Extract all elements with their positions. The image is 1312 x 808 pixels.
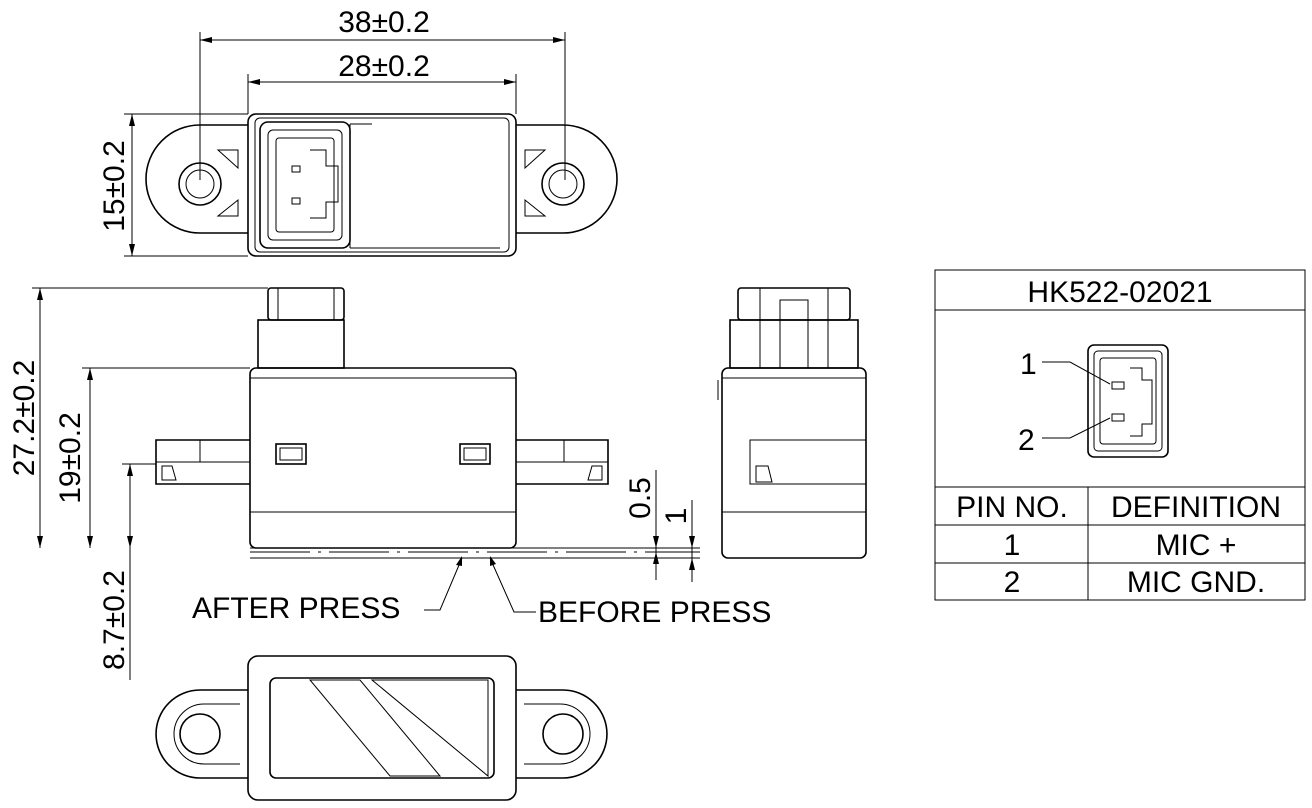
- pin-label-1: 1: [1020, 348, 1037, 381]
- dim-total-height: 27.2±0.2: [8, 360, 41, 477]
- front-body: [249, 367, 517, 549]
- header-definition: DEFINITION: [1111, 491, 1281, 524]
- after-press-label: AFTER PRESS: [192, 592, 400, 625]
- dim-top-height: 15±0.2: [98, 140, 131, 232]
- before-press-label: BEFORE PRESS: [538, 596, 771, 629]
- dim-press-gap: 0.5: [624, 477, 657, 519]
- dim-press-travel: 1: [660, 508, 693, 525]
- right-mount-hole: [541, 162, 585, 206]
- side-body: [721, 367, 867, 559]
- row-1-definition: MIC +: [1156, 529, 1237, 562]
- bottom-body: [247, 655, 517, 801]
- header-pin-no: PIN NO.: [956, 491, 1068, 524]
- pin-table: HK522-02021 1 2 PIN NO. DEFINITION 1 MIC…: [934, 269, 1306, 601]
- dim-body-width: 28±0.2: [338, 50, 430, 83]
- pin-label-2: 2: [1018, 424, 1035, 457]
- dim-body-height: 19±0.2: [54, 412, 87, 504]
- top-dimensions: 38±0.2 28±0.2 15±0.2: [98, 6, 566, 257]
- top-body: [247, 113, 517, 257]
- part-number: HK522-02021: [1027, 276, 1212, 309]
- side-view: [717, 287, 867, 559]
- row-2-pin: 2: [1004, 566, 1021, 599]
- bottom-view: [155, 655, 608, 801]
- front-view: [155, 287, 700, 559]
- dim-overall-width: 38±0.2: [338, 6, 430, 39]
- dim-flange-height: 8.7±0.2: [98, 570, 131, 670]
- row-2-definition: MIC GND.: [1127, 566, 1265, 599]
- pin-diagram-connector: [1087, 344, 1169, 458]
- connector-housing: [259, 121, 351, 249]
- row-1-pin: 1: [1004, 529, 1021, 562]
- top-view: [145, 113, 618, 257]
- press-callouts: AFTER PRESS BEFORE PRESS: [192, 556, 771, 629]
- front-dimensions: 27.2±0.2 19±0.2 8.7±0.2 0.5 1: [8, 287, 695, 680]
